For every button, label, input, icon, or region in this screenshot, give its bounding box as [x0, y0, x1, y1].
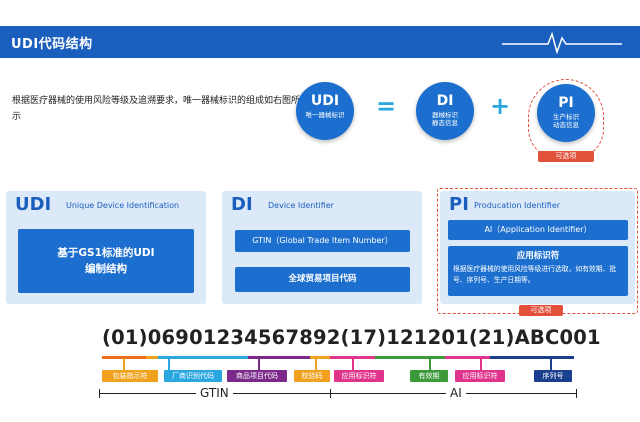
intro-text: 根据医疗器械的使用风险等级及追溯要求，唯一器械标识的组成如右图所示 — [12, 96, 301, 122]
udi-panel-abbr: UDI — [15, 194, 52, 215]
tag-company-prefix: 厂商识别代码 — [164, 370, 222, 382]
udi-panel: UDI Unique Device Identification 基于GS1标准… — [6, 191, 206, 304]
segment-check-digit — [310, 356, 330, 359]
leader-item — [258, 358, 260, 370]
pi-panel-box-title: 应用标识符 — [516, 251, 560, 261]
segment-expiry — [375, 356, 445, 359]
di-panel: DI Device Identifier GTIN（Global Trade I… — [222, 191, 422, 304]
tag-packaging-indicator: 包装指示符 — [102, 370, 158, 382]
leader-indicator — [123, 358, 125, 370]
leader-expiry — [429, 358, 431, 370]
pi-panel: PI Producation Identifier AI（Application… — [440, 191, 635, 304]
leader-ai21 — [480, 358, 482, 370]
di-panel-abbr: DI — [231, 194, 253, 215]
pi-panel-optional-badge: 可选项 — [519, 305, 563, 316]
tag-check-digit: 校验码 — [294, 370, 330, 382]
gtin-bracket-end — [330, 389, 331, 398]
tag-ai-17: 应用标识符 — [334, 370, 384, 382]
equals-sign: = — [376, 92, 397, 120]
ai-label: AI — [446, 386, 466, 400]
pi-panel-name: Producation Identifier — [474, 201, 561, 210]
segment-item-reference — [248, 356, 310, 359]
di-circle-title: DI — [436, 93, 454, 109]
plus-sign: + — [490, 92, 511, 120]
leader-ai17 — [352, 358, 354, 370]
pi-circle-caption-2: 动态信息 — [553, 121, 579, 129]
leader-serial — [550, 358, 552, 370]
segment-serial — [490, 356, 574, 359]
di-panel-name: Device Identifier — [268, 201, 334, 210]
udi-code-string: (01)06901234567892(17)121201(21)ABC001 — [102, 326, 601, 349]
di-circle-caption-2: 静态信息 — [432, 119, 458, 127]
pi-circle-title: PI — [558, 95, 574, 111]
udi-panel-box: 基于GS1标准的UDI 编制结构 — [18, 229, 194, 293]
page-title: UDI代码结构 — [11, 37, 93, 52]
segment-indicator — [146, 356, 158, 359]
di-circle: DI 器械标识 静态信息 — [416, 82, 474, 140]
udi-panel-name: Unique Device Identification — [66, 201, 180, 210]
gtin-bracket-start — [99, 389, 100, 398]
heartbeat-icon — [502, 31, 622, 54]
header-bar: UDI代码结构 — [0, 26, 640, 58]
tag-ai-21: 应用标识符 — [455, 370, 505, 382]
segment-ai21 — [445, 356, 490, 359]
pi-panel-abbr: PI — [449, 194, 469, 215]
tag-item-code: 商品项目代码 — [227, 370, 287, 382]
pi-panel-box-desc: 应用标识符 根据医疗器械的使用风险等级进行选取，如有效期、批号、序列号、生产日期… — [448, 246, 628, 296]
di-circle-caption-1: 器械标识 — [432, 111, 458, 119]
ai-bracket-end — [576, 389, 577, 398]
di-panel-box-gtin: GTIN（Global Trade Item Number） — [235, 230, 410, 252]
tag-expiry: 有效期 — [410, 370, 448, 382]
udi-circle: UDI 唯一器械标识 — [296, 82, 354, 140]
gtin-label: GTIN — [196, 386, 233, 400]
di-panel-box-name: 全球贸易项目代码 — [235, 267, 410, 292]
segment-company-prefix — [158, 356, 248, 359]
leader-company — [168, 358, 170, 370]
pi-circle-caption-1: 生产标识 — [553, 113, 579, 121]
udi-circle-caption: 唯一器械标识 — [305, 111, 345, 119]
segment-ai17 — [330, 356, 375, 359]
pi-circle: PI 生产标识 动态信息 — [537, 84, 595, 142]
segment-ai01 — [102, 356, 146, 359]
leader-check — [315, 358, 317, 370]
pi-panel-box-text: 根据医疗器械的使用风险等级进行选取，如有效期、批号、序列号、生产日期等。 — [453, 265, 617, 284]
udi-circle-title: UDI — [310, 93, 340, 109]
pi-optional-badge: 可选项 — [538, 151, 594, 162]
tag-serial: 序列号 — [534, 370, 572, 382]
pi-panel-box-ai: AI（Application Identifier） — [448, 220, 628, 240]
